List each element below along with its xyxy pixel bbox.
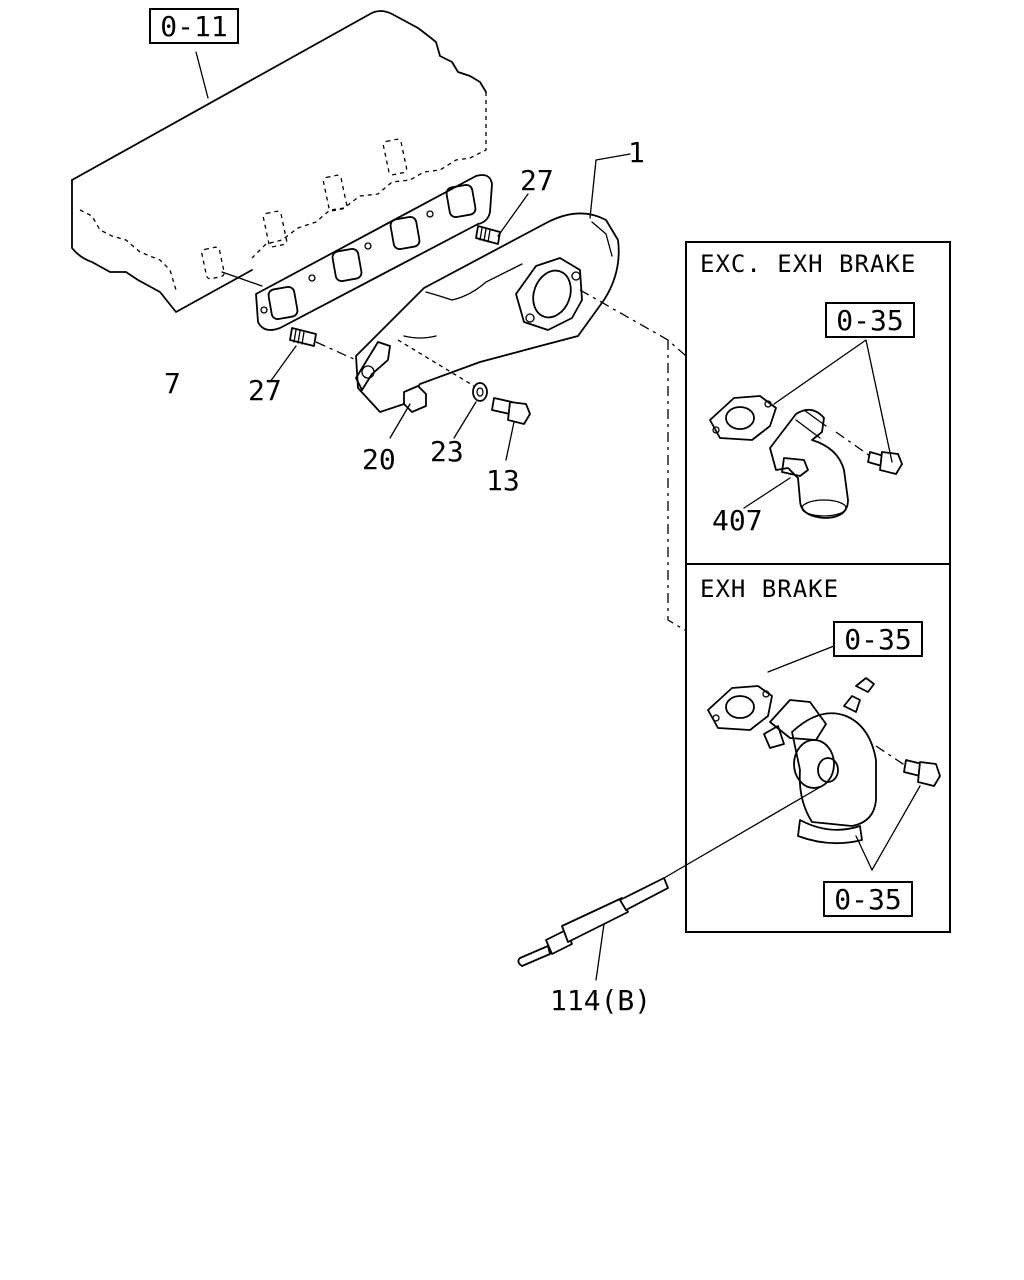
label-nut: 20: [362, 443, 396, 476]
ref-box-0-11: 0-11: [149, 8, 239, 44]
ref-box-exc: 0-35: [825, 302, 915, 338]
bolt: [491, 397, 531, 461]
cylinder-head: [71, 10, 487, 313]
label-cable: 114(B): [550, 984, 651, 1017]
label-bolt: 13: [486, 464, 520, 497]
gasket: [221, 174, 493, 331]
label-washer: 23: [430, 435, 464, 468]
stud-lower: [269, 327, 357, 383]
panel-title-exh: EXH BRAKE: [700, 575, 839, 603]
label-gasket: 7: [164, 367, 181, 400]
label-exhaust-pipe-exc: 407: [712, 504, 763, 537]
panel-exh-brake: [685, 563, 951, 933]
svg-text:0-35: 0-35: [836, 304, 903, 337]
panel-exc-exh-brake: [685, 241, 951, 565]
label-manifold: 1: [628, 136, 645, 169]
label-stud-upper: 27: [520, 164, 554, 197]
nut: [389, 385, 427, 439]
washer: [397, 339, 488, 439]
ref-box-exh-top: 0-35: [833, 621, 923, 657]
svg-text:0-11: 0-11: [160, 10, 227, 43]
cable: [517, 785, 823, 981]
svg-text:0-35: 0-35: [834, 883, 901, 916]
svg-text:0-35: 0-35: [844, 623, 911, 656]
stud-upper: [475, 193, 529, 245]
ref-box-exh-bottom: 0-35: [823, 881, 913, 917]
label-stud-lower: 27: [248, 374, 282, 407]
exhaust-manifold: [355, 153, 631, 413]
panel-title-exc: EXC. EXH BRAKE: [700, 250, 916, 278]
